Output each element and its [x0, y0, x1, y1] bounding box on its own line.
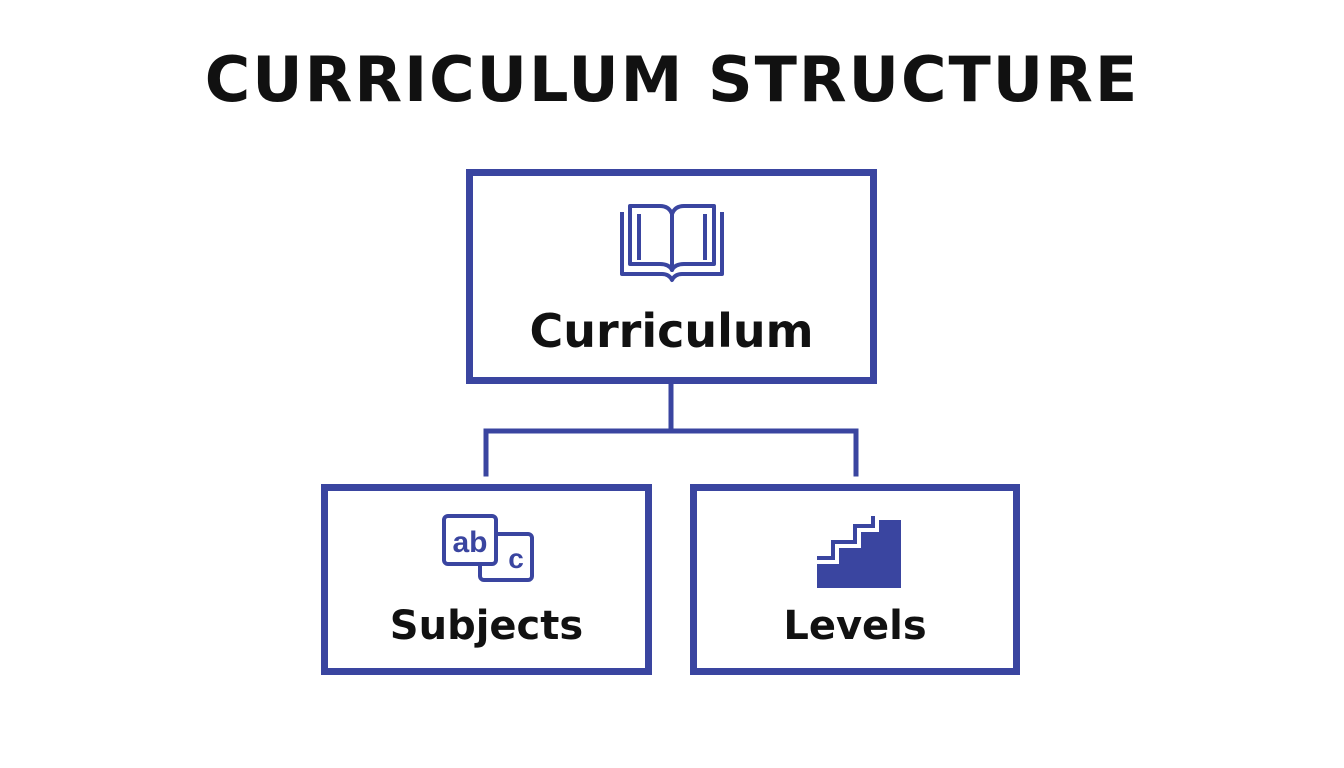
levels-label: Levels: [783, 603, 927, 649]
book-icon: [620, 204, 724, 282]
stairs-icon: [817, 516, 901, 588]
levels-node: Levels: [690, 484, 1020, 675]
diagram-title: CURRICULUM STRUCTURE: [204, 43, 1140, 116]
abc-text-icon: ab c: [442, 514, 534, 582]
svg-text:ab: ab: [452, 526, 487, 559]
curriculum-node: Curriculum: [466, 169, 877, 384]
curriculum-label: Curriculum: [529, 304, 814, 358]
svg-text:c: c: [508, 543, 524, 574]
subjects-label: Subjects: [389, 603, 584, 649]
subjects-node: ab c Subjects: [321, 484, 652, 675]
